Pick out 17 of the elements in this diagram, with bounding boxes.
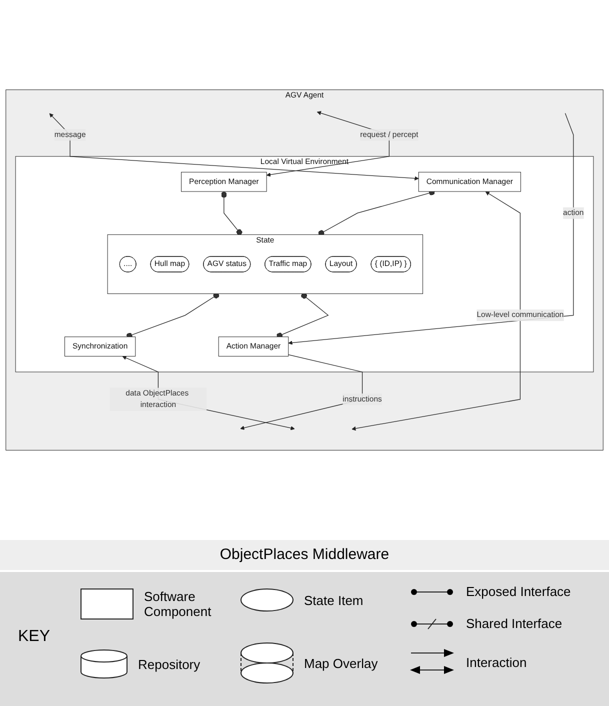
connector <box>276 292 329 339</box>
arrow <box>240 354 363 430</box>
key-title: KEY <box>18 628 50 646</box>
layer-label: ObjectPlaces Middleware <box>220 546 390 563</box>
legend-label: Interaction <box>466 654 527 670</box>
legend-label: Map Overlay <box>304 656 378 670</box>
legend-label: Shared Interface <box>466 616 562 631</box>
legend-label: Exposed Interface <box>466 584 571 599</box>
connector <box>126 292 220 339</box>
arrow <box>288 112 574 345</box>
arrow <box>352 191 521 431</box>
arrow <box>266 111 390 177</box>
arrow <box>49 113 419 180</box>
legend-label: Repository <box>138 656 200 672</box>
legend-label: State Item <box>304 592 364 608</box>
connector <box>221 191 242 236</box>
legend-label: Software Component <box>144 589 212 619</box>
